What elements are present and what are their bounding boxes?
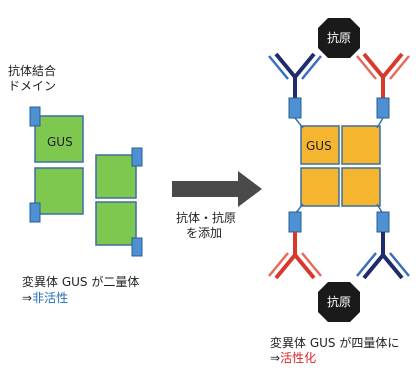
right-arrow-icon [172, 171, 262, 207]
antibody-navy-top-left [268, 52, 322, 119]
inactive-dimer-left [29, 106, 143, 257]
right-caption-line1: 変異体 GUS が四量体に [270, 336, 400, 350]
antigen-bottom [318, 282, 360, 322]
antibody-red-bottom-left [268, 211, 322, 280]
left-caption-line2: ⇒非活性 [22, 291, 69, 305]
inactive-state-label: 非活性 [32, 291, 69, 305]
gus-subunit-orange [300, 125, 340, 165]
antigen-top [318, 18, 360, 58]
domain-label-line2: ドメイン [8, 79, 57, 93]
antigen-octagon-icon [318, 282, 360, 322]
gus-subunit-green [34, 167, 84, 215]
antibody-red-top-right [356, 52, 410, 119]
gus-subunit-orange [341, 125, 381, 165]
gus-subunit-green [95, 154, 137, 199]
active-state-label: 活性化 [280, 351, 317, 365]
right-caption-line2: ⇒活性化 [270, 351, 317, 365]
antigen-bottom-label: 抗原 [327, 295, 352, 309]
arrow-label-line2: を添加 [186, 226, 223, 240]
gus-label-left: GUS [47, 135, 73, 149]
antibody-binding-domain [29, 106, 41, 127]
antibody-binding-domain [131, 237, 143, 257]
gus-subunit-green [34, 115, 84, 163]
left-caption-line1: 変異体 GUS が二量体 [22, 275, 140, 289]
antibody-binding-domain [131, 147, 143, 167]
gus-subunit-orange [341, 167, 381, 207]
gus-label-right: GUS [306, 139, 332, 153]
arrow-label-line1: 抗体・抗原 [176, 211, 237, 225]
transition-arrow [172, 171, 262, 207]
antibody-binding-domain [29, 202, 41, 223]
domain-label-line1: 抗体結合 [8, 64, 57, 78]
antigen-octagon-icon [318, 18, 360, 58]
antigen-top-label: 抗原 [327, 31, 352, 45]
gus-subunit-orange [300, 167, 340, 207]
gus-subunit-green [95, 201, 137, 246]
antibody-navy-bottom-right [356, 211, 410, 280]
active-tetramer-right [268, 18, 410, 322]
